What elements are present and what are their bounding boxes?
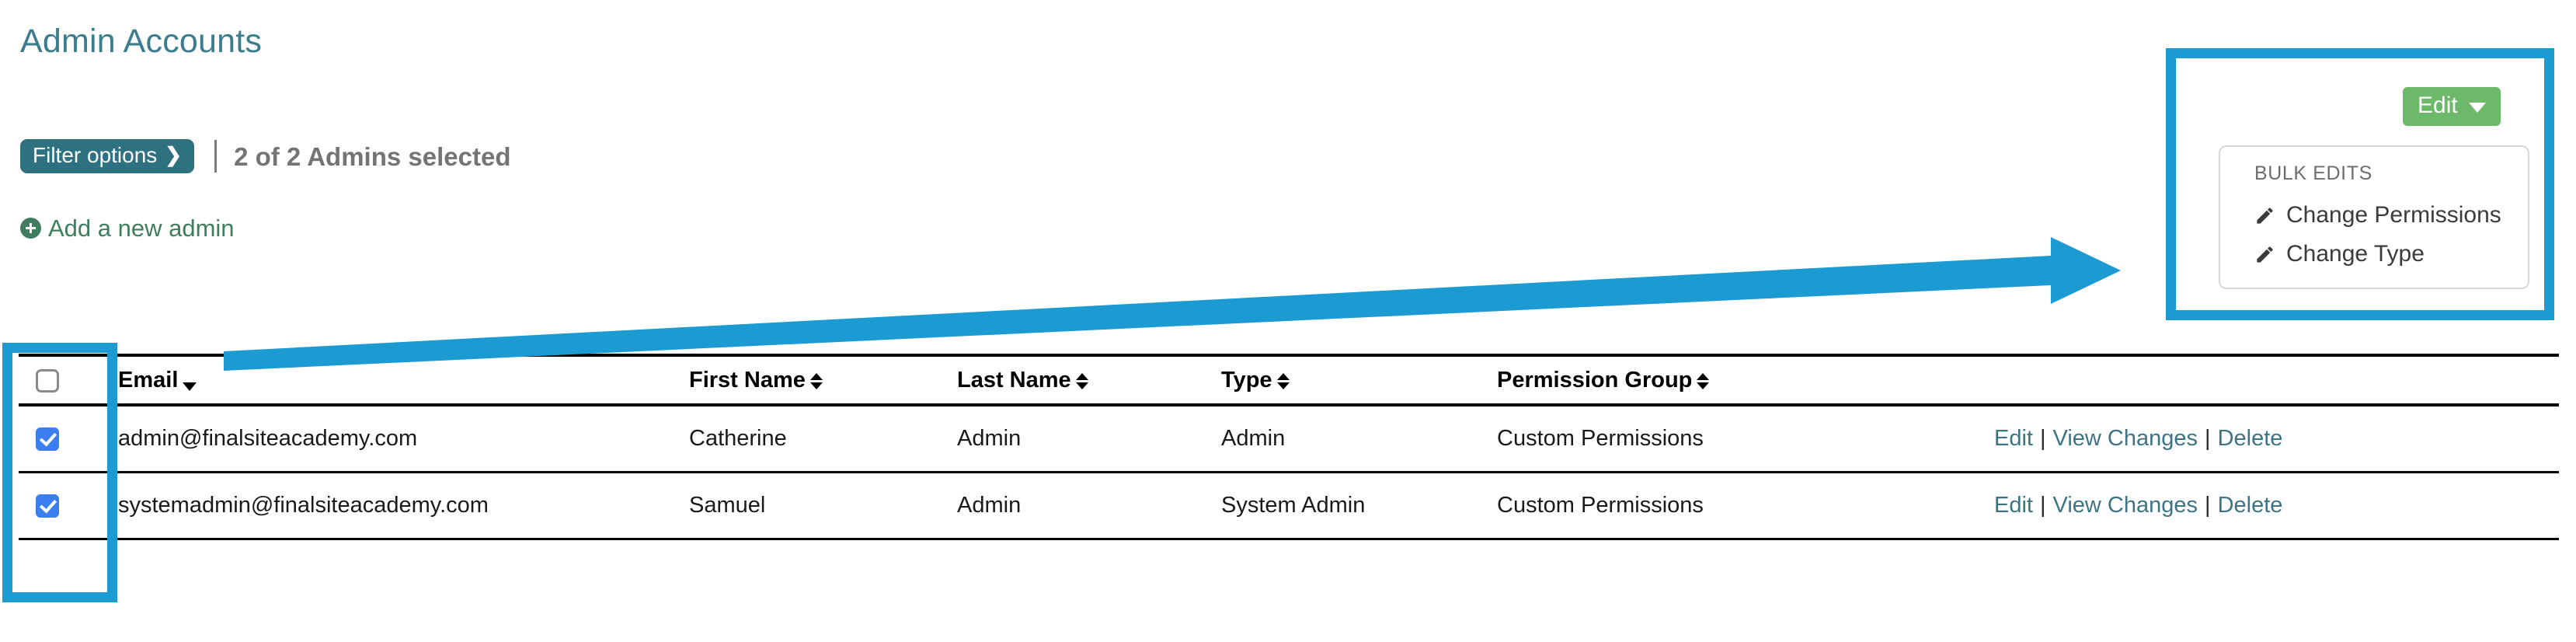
sort-descending-icon [183, 382, 197, 391]
select-all-cell [19, 355, 118, 405]
table-row: admin@finalsiteacademy.com Catherine Adm… [19, 405, 2559, 472]
row-edit-link[interactable]: Edit [1994, 425, 2033, 451]
plus-circle-icon [20, 218, 41, 239]
cell-last-name: Admin [957, 492, 1022, 518]
cell-last-name: Admin [957, 425, 1022, 451]
select-all-checkbox[interactable] [36, 368, 59, 393]
column-header-permission-group[interactable]: Permission Group [1497, 355, 1971, 405]
bulk-item-change-type[interactable]: Change Type [2254, 242, 2528, 266]
cell-permission-group: Custom Permissions [1497, 492, 1704, 518]
column-header-label: Type [1221, 367, 1272, 393]
action-separator: | [2039, 492, 2046, 518]
column-header-label: Last Name [957, 367, 1071, 393]
row-view-changes-link[interactable]: View Changes [2052, 492, 2198, 518]
chevron-right-icon: ❯ [165, 143, 183, 166]
column-header-last-name[interactable]: Last Name [957, 355, 1221, 405]
action-separator: | [2205, 425, 2211, 451]
chevron-down-icon [2468, 102, 2486, 113]
edit-dropdown-button[interactable]: Edit [2403, 87, 2501, 126]
admin-accounts-table: Email First Name Last Name [19, 354, 2559, 540]
pencil-icon [2254, 205, 2275, 226]
column-header-actions [1971, 355, 2559, 405]
cell-first-name: Catherine [689, 425, 787, 451]
cell-permission-group: Custom Permissions [1497, 425, 1704, 451]
row-view-changes-link[interactable]: View Changes [2052, 425, 2198, 451]
bulk-edits-title: BULK EDITS [2254, 162, 2372, 184]
edit-button-label: Edit [2418, 92, 2458, 118]
pencil-icon [2254, 244, 2275, 265]
action-separator: | [2039, 425, 2046, 451]
column-header-email[interactable]: Email [118, 355, 689, 405]
table-header-row: Email First Name Last Name [19, 355, 2559, 405]
cell-email: admin@finalsiteacademy.com [118, 425, 418, 451]
column-header-label: Permission Group [1497, 367, 1693, 393]
sort-toggle-icon [1697, 372, 1710, 389]
table-header: Email First Name Last Name [19, 355, 2559, 405]
row-checkbox[interactable] [36, 427, 59, 452]
column-header-label: Email [118, 367, 179, 393]
cell-actions: Edit | View Changes | Delete [1971, 472, 2559, 539]
sort-toggle-icon [809, 372, 823, 389]
row-checkbox[interactable] [36, 494, 59, 518]
sort-toggle-icon [1276, 372, 1290, 389]
row-delete-link[interactable]: Delete [2217, 492, 2283, 518]
cell-type: Admin [1221, 425, 1286, 451]
bulk-item-label: Change Permissions [2286, 202, 2501, 228]
column-header-label: First Name [689, 367, 806, 393]
action-separator: | [2205, 492, 2211, 518]
filter-row: Filter options ❯ 2 of 2 Admins selected [20, 138, 511, 174]
cell-email: systemadmin@finalsiteacademy.com [118, 492, 489, 518]
row-delete-link[interactable]: Delete [2217, 425, 2283, 451]
cell-actions: Edit | View Changes | Delete [1971, 405, 2559, 472]
column-header-type[interactable]: Type [1221, 355, 1497, 405]
page-title: Admin Accounts [20, 23, 263, 60]
add-new-admin-label: Add a new admin [48, 215, 235, 242]
column-header-first-name[interactable]: First Name [689, 355, 957, 405]
row-select-cell [19, 405, 118, 472]
table-body: admin@finalsiteacademy.com Catherine Adm… [19, 405, 2559, 539]
selected-count-label: 2 of 2 Admins selected [234, 141, 511, 171]
add-new-admin-link[interactable]: Add a new admin [20, 216, 235, 240]
sort-toggle-icon [1075, 372, 1088, 389]
filter-options-button[interactable]: Filter options ❯ [20, 139, 195, 173]
bulk-edits-panel: BULK EDITS Change Permissions Change Typ… [2219, 145, 2529, 289]
row-select-cell [19, 472, 118, 539]
bulk-item-label: Change Type [2286, 241, 2425, 267]
bulk-item-change-permissions[interactable]: Change Permissions [2254, 204, 2528, 227]
filter-options-label: Filter options [33, 143, 158, 167]
cell-first-name: Samuel [689, 492, 766, 518]
row-edit-link[interactable]: Edit [1994, 492, 2033, 518]
table-row: systemadmin@finalsiteacademy.com Samuel … [19, 472, 2559, 539]
cell-type: System Admin [1221, 492, 1366, 518]
toolbar-divider [214, 140, 218, 173]
